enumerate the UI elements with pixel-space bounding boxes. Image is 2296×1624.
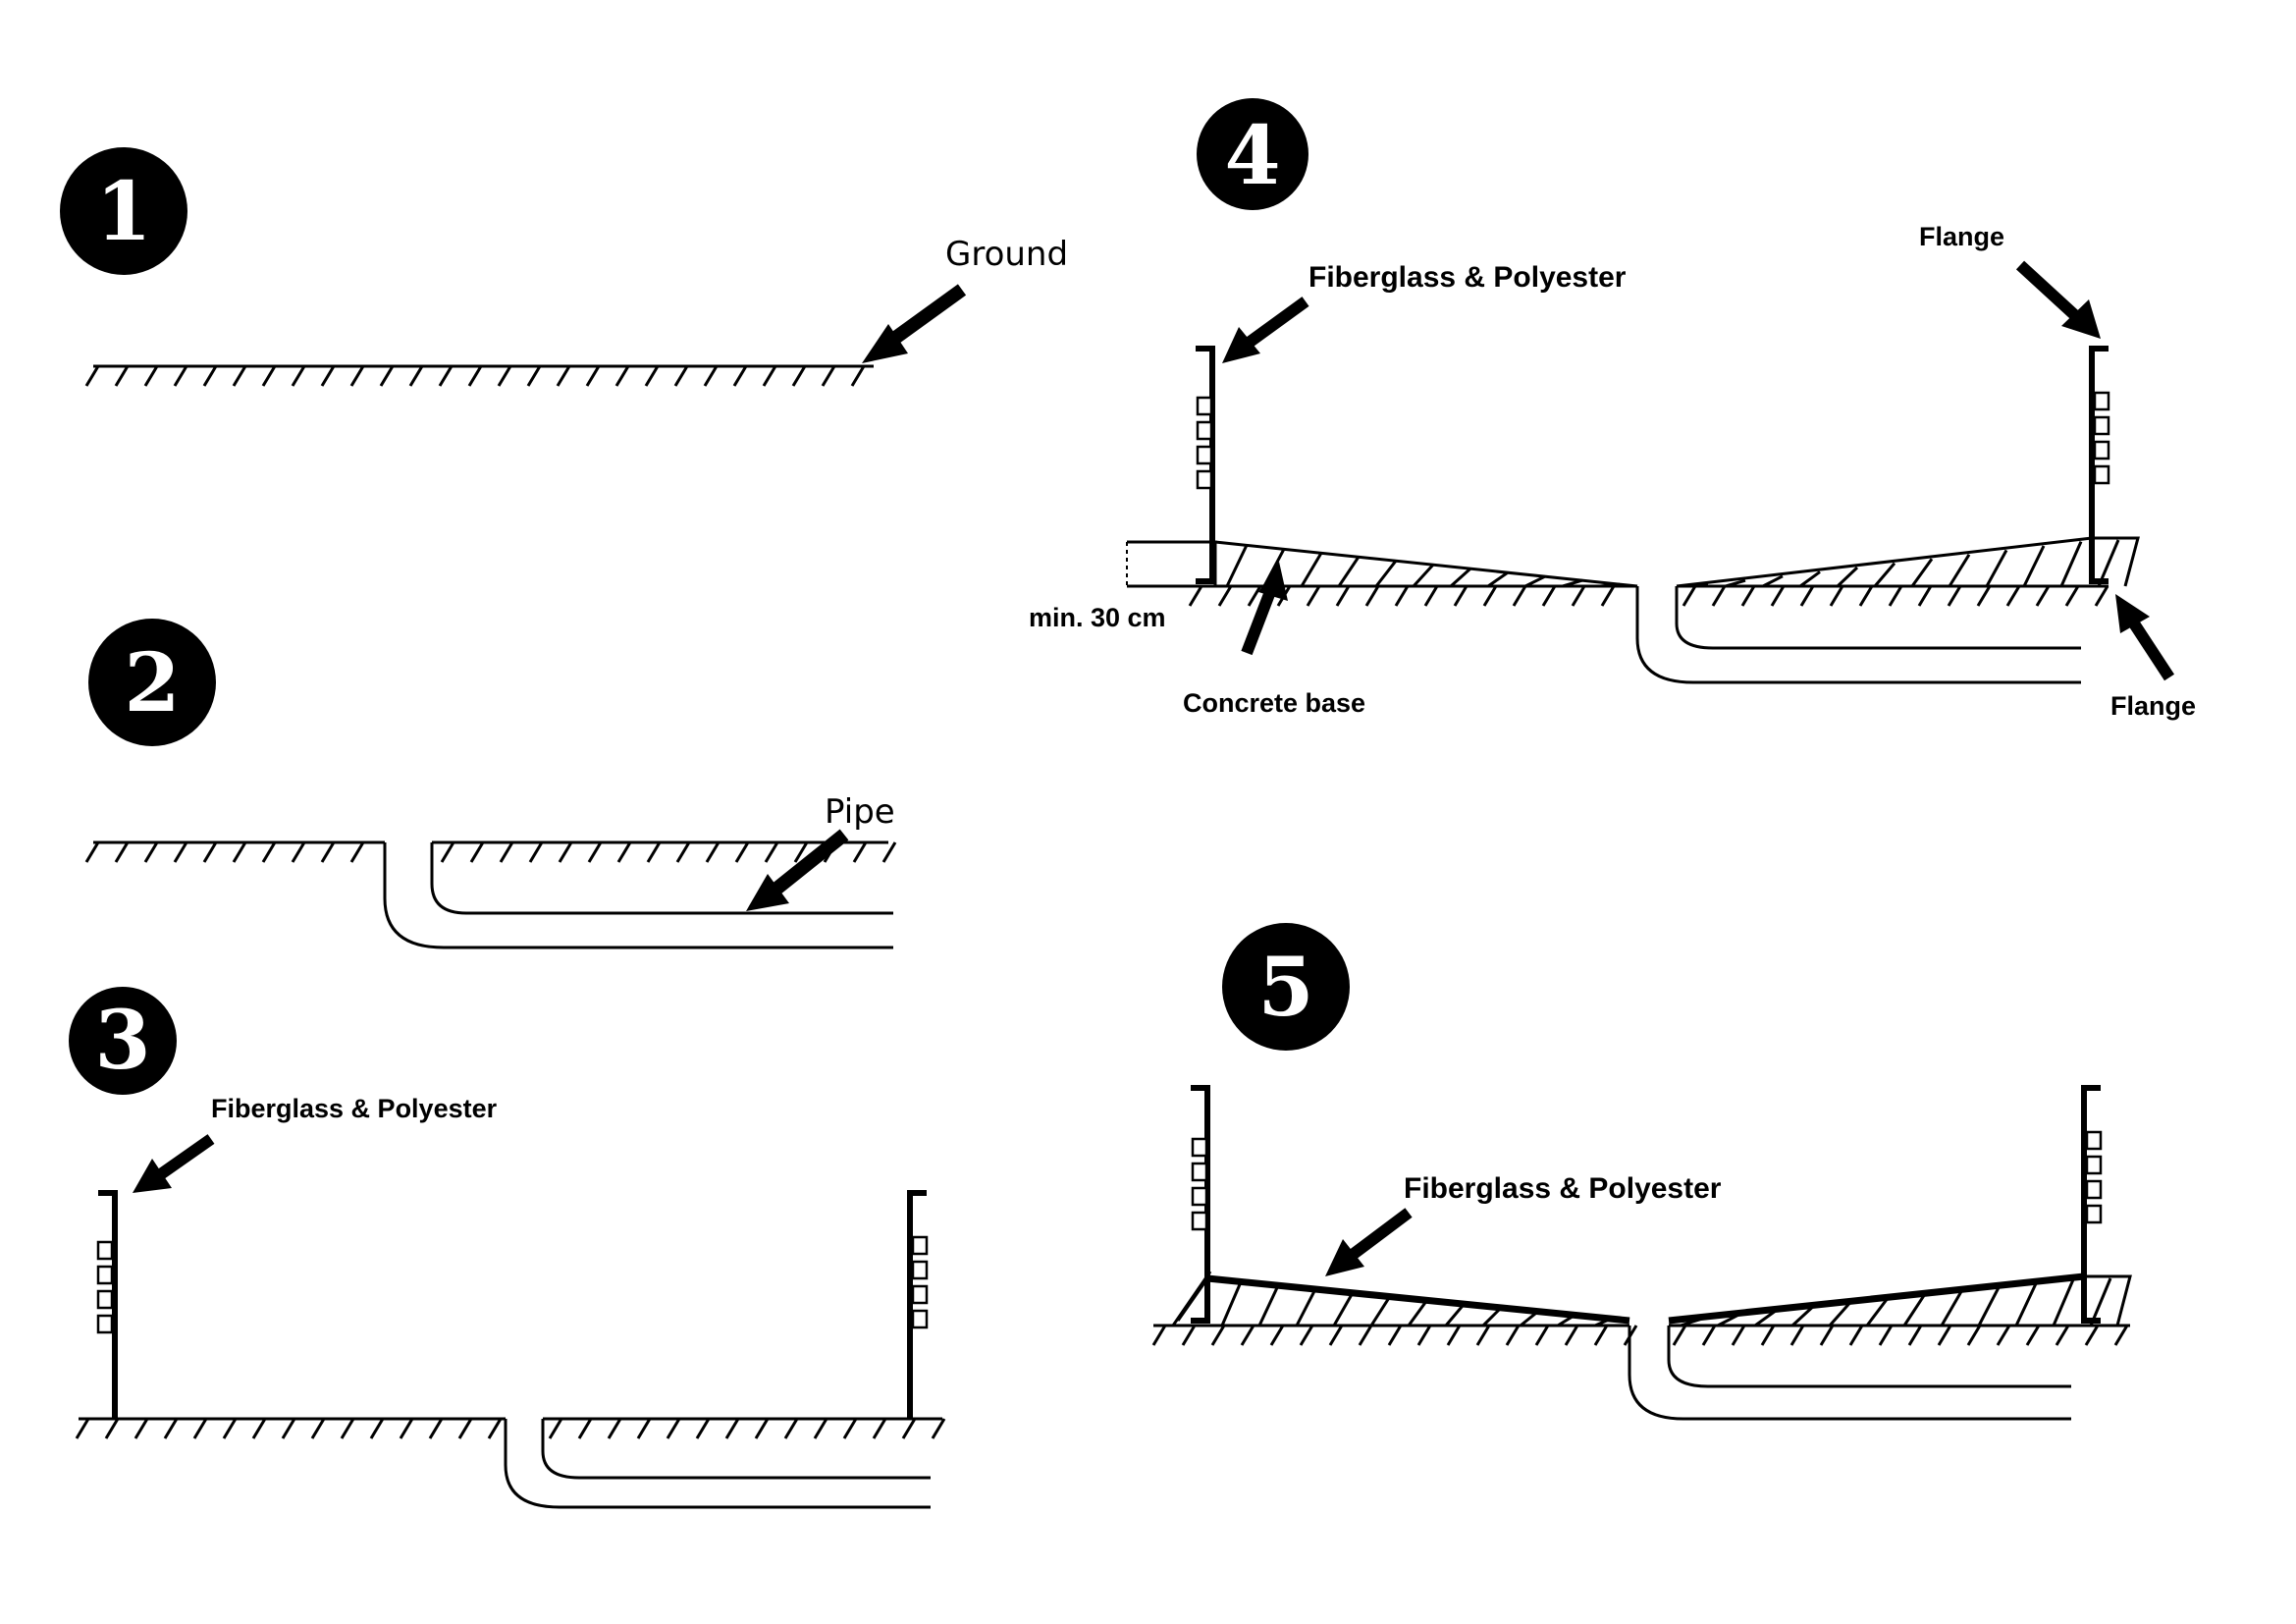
ground-line-step-5 — [1151, 1324, 2130, 1346]
min-30cm-label: min. 30 cm — [1029, 603, 1166, 632]
step-5-number: 5 — [1257, 941, 1313, 1035]
wall-right-step-3 — [907, 1190, 929, 1419]
wall-right-step-4 — [2089, 346, 2110, 584]
ground-arrow — [862, 284, 967, 363]
flange-label-top: Flange — [1919, 222, 2004, 251]
ground-line-step-1 — [84, 364, 874, 387]
concrete-base-step-4 — [1126, 536, 2140, 588]
pipe-step-3 — [504, 1419, 931, 1509]
fiberglass-arrow-step-4 — [1222, 297, 1309, 363]
flange-label-bottom: Flange — [2110, 691, 2196, 721]
step-4-number: 4 — [1224, 109, 1280, 203]
concrete-base-arrow — [1241, 562, 1288, 656]
pipe-step-5 — [1628, 1326, 2071, 1421]
flange-arrow-top — [2015, 260, 2101, 339]
step-4-badge: 4 — [1197, 98, 1308, 210]
concrete-base-label: Concrete base — [1183, 688, 1365, 718]
step-3: 3 Fiberglass & Polyester — [69, 987, 946, 1509]
step-2: 2 Pipe — [84, 619, 897, 949]
step-3-number: 3 — [94, 994, 150, 1088]
flange-arrow-bottom — [2115, 594, 2175, 681]
step-2-badge: 2 — [88, 619, 216, 746]
step-1-badge: 1 — [60, 147, 187, 275]
fiberglass-coat-step-5 — [1206, 1272, 2085, 1325]
pipe-arrow — [746, 829, 849, 911]
fiberglass-label-step-5: Fiberglass & Polyester — [1404, 1172, 1722, 1205]
step-5: 5 Fiberglass & Polyester — [1151, 923, 2132, 1421]
wall-left-step-5 — [1191, 1085, 1210, 1324]
fiberglass-label-step-4: Fiberglass & Polyester — [1308, 261, 1627, 294]
step-3-badge: 3 — [69, 987, 177, 1095]
pipe-step-4 — [1635, 586, 2081, 684]
fiberglass-label-step-3: Fiberglass & Polyester — [211, 1094, 498, 1123]
fiberglass-arrow-step-3 — [133, 1134, 215, 1193]
ground-line-step-4 — [1188, 584, 2109, 607]
wall-right-step-5 — [2081, 1085, 2103, 1324]
step-2-number: 2 — [124, 636, 180, 731]
fiberglass-arrow-step-5 — [1325, 1208, 1413, 1276]
ground-line-step-3 — [75, 1417, 946, 1439]
wall-left-step-4 — [1196, 346, 1215, 584]
step-4: 4 Fiberglass & Polyester Flange — [1029, 98, 2196, 721]
step-1: 1 Ground — [60, 147, 1068, 387]
ground-line-step-2 — [84, 840, 897, 863]
pipe-label: Pipe — [825, 792, 895, 832]
ground-label: Ground — [945, 235, 1068, 274]
step-1-number: 1 — [95, 165, 151, 259]
concrete-base-step-5 — [1171, 1271, 2132, 1327]
wall-left-step-3 — [96, 1190, 118, 1419]
step-5-badge: 5 — [1222, 923, 1350, 1051]
pipe-step-2 — [383, 842, 893, 949]
